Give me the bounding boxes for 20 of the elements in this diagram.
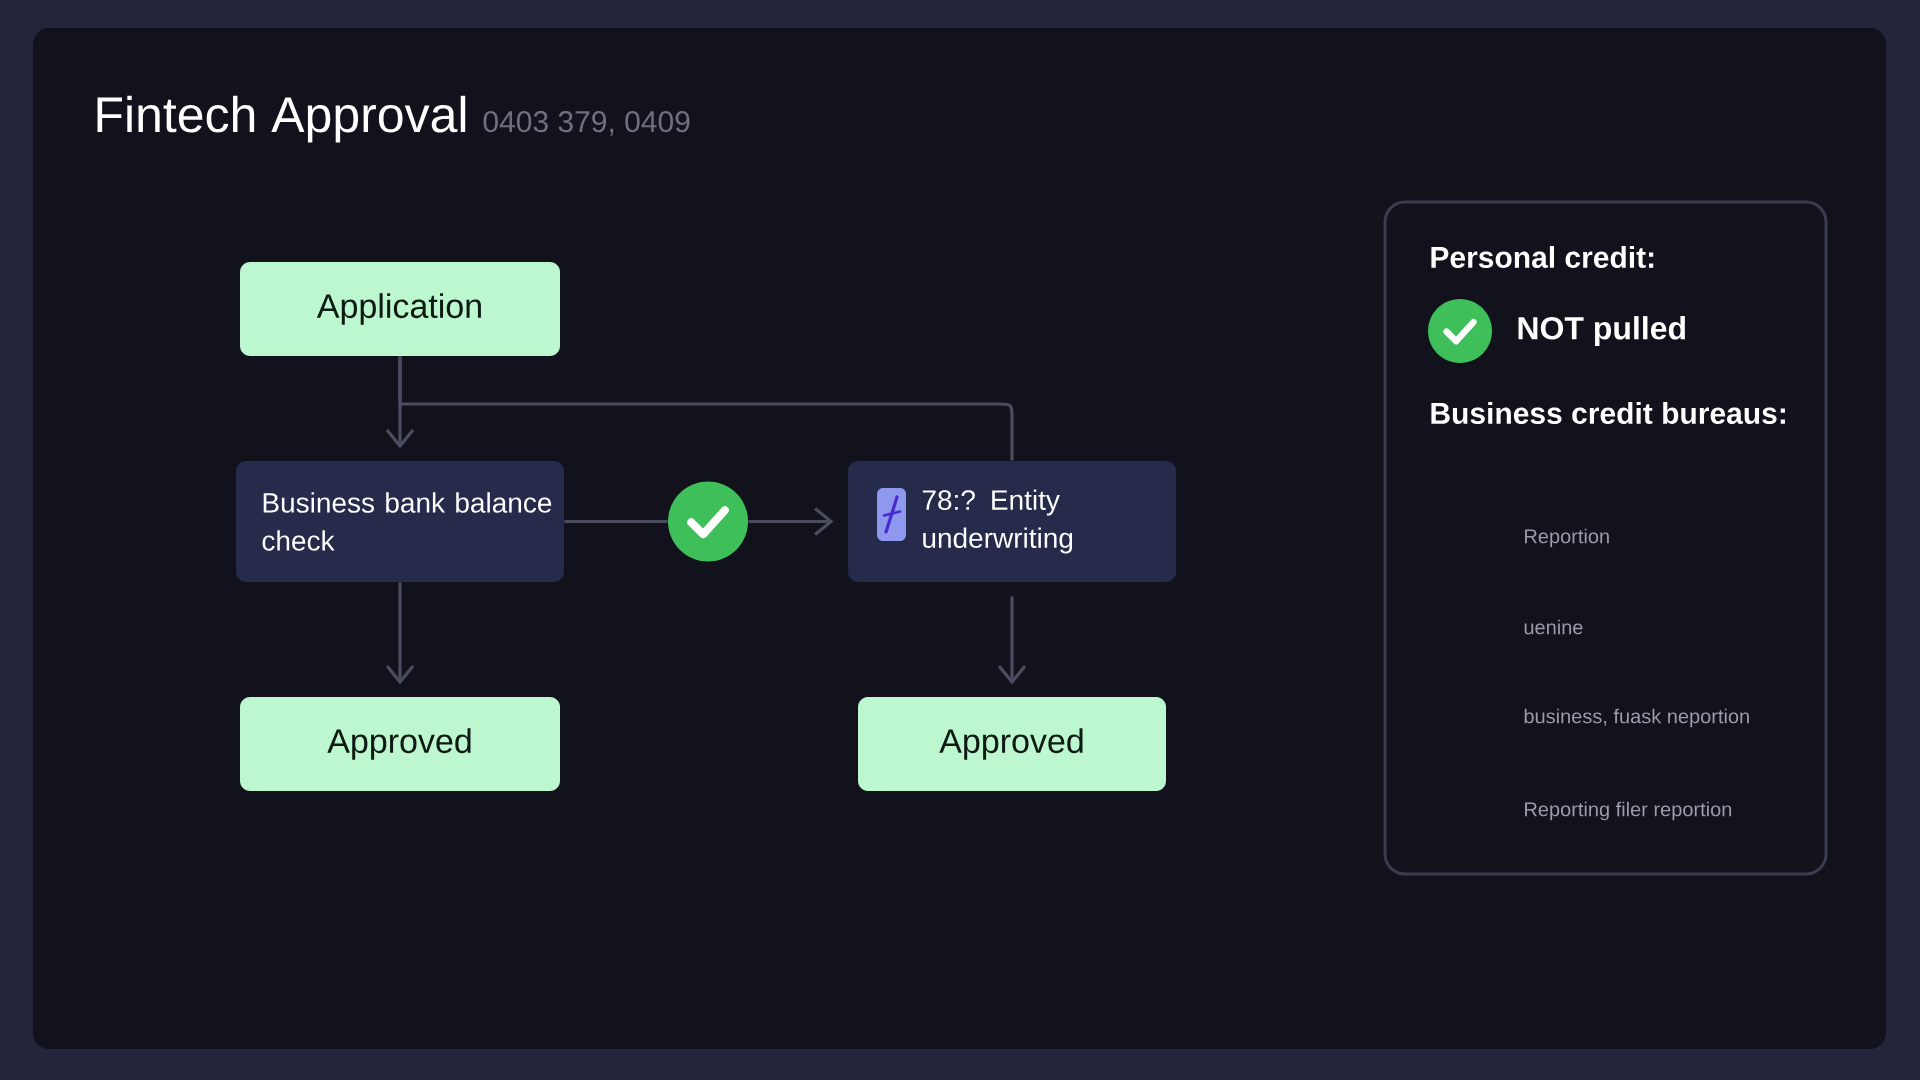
check-circle (668, 481, 748, 562)
title: Fintech Approval (97, 95, 466, 143)
list-text: Reporting filer reportion (1525, 801, 1732, 821)
reference-number: 0403 379, 0409 (483, 111, 690, 136)
process-box: Business bank balance check (236, 461, 564, 582)
connector-line (564, 519, 668, 524)
arrow (385, 582, 415, 685)
heading: Business credit bureaus: (1431, 402, 1785, 424)
list-text: business, fuask neportion (1524, 708, 1749, 728)
result-box: Approved (858, 697, 1166, 791)
process-box: 78:? Entity underwriting (848, 461, 1176, 582)
list-text: uenine (1524, 619, 1583, 635)
connector-line (398, 356, 1014, 461)
heading: Personal credit: (1431, 246, 1654, 268)
result-box: Approved (240, 697, 560, 791)
arrow (997, 596, 1027, 685)
step-box: Application (240, 262, 560, 356)
status-text: NOT pulled (1518, 316, 1685, 346)
list-text: Reportion (1525, 528, 1609, 548)
arrow (748, 507, 834, 536)
